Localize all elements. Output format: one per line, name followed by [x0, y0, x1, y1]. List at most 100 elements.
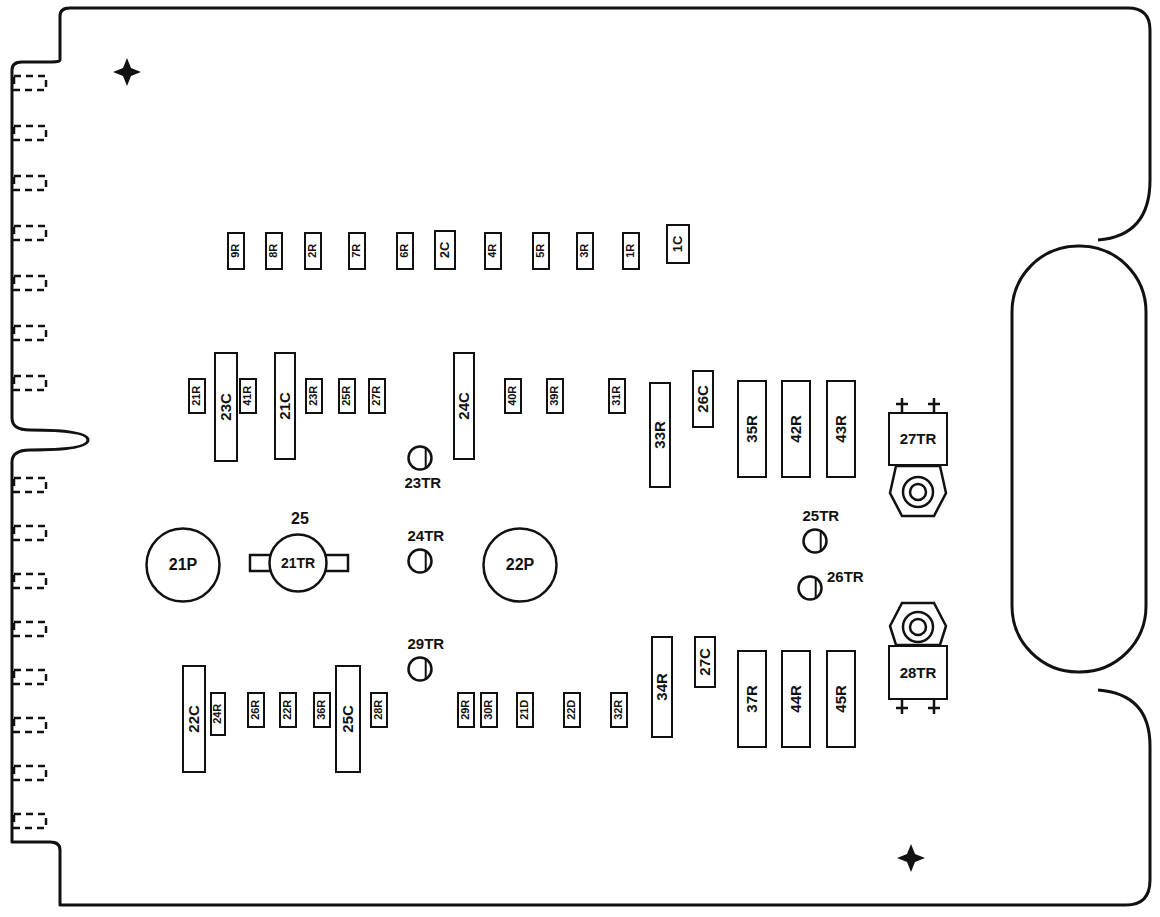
- component-box: 2R: [304, 232, 322, 270]
- component-label: 1C: [671, 236, 685, 253]
- component-box: 25R: [338, 378, 356, 414]
- edge-finger: [14, 670, 46, 684]
- transistor-outline: 29TR: [407, 656, 433, 682]
- outline-shape: [407, 548, 433, 574]
- component-label: 6R: [399, 244, 411, 258]
- potentiometer-outline: 21P: [145, 527, 221, 603]
- component-label: 37R: [744, 685, 760, 713]
- registration-mark: [897, 844, 925, 872]
- component-box: 34R: [651, 636, 673, 738]
- flat-side: [425, 659, 427, 679]
- component-box: 23R: [305, 378, 323, 414]
- trimmer-knob: [903, 612, 933, 642]
- trimmer-pin: [896, 700, 940, 714]
- component-box: 5R: [532, 232, 550, 270]
- component-box: 22C: [182, 665, 206, 773]
- component-box: 32R: [610, 692, 628, 728]
- transistor-tab: [250, 555, 348, 571]
- transistor-outline: 23TR: [407, 445, 433, 471]
- component-label: 29TR: [408, 636, 445, 652]
- component-label: 21D: [519, 700, 531, 720]
- component-label: 7R: [351, 244, 363, 258]
- component-box: 24R: [210, 692, 226, 736]
- component-label: 25TR: [803, 508, 840, 524]
- outline-circle: [409, 550, 432, 573]
- component-label: 22C: [186, 705, 202, 733]
- trimmer-knob: [910, 484, 926, 500]
- component-label: 21R: [191, 386, 203, 406]
- component-label: 23R: [308, 386, 320, 406]
- component-label: 32R: [613, 700, 625, 720]
- edge-finger: [14, 226, 46, 240]
- trimmer-body: [890, 466, 946, 516]
- component-label: 25C: [340, 705, 356, 733]
- component-label: 21C: [277, 392, 293, 420]
- flat-side: [425, 448, 427, 468]
- edge-finger: [14, 766, 46, 780]
- component-box: 21C: [274, 352, 296, 460]
- component-box: 22D: [563, 692, 581, 728]
- component-box: 35R: [737, 380, 767, 478]
- transistor-outline: 26TR: [797, 575, 823, 601]
- component-label: 27TR: [900, 431, 937, 447]
- component-label: 23C: [218, 393, 234, 421]
- edge-finger: [14, 176, 46, 190]
- outline-circle: [484, 529, 557, 602]
- component-label: 28R: [373, 700, 385, 720]
- component-label: 23TR: [405, 475, 442, 491]
- outline-circle: [799, 577, 822, 600]
- component-box: 6R: [396, 232, 414, 270]
- component-label: 9R: [230, 244, 242, 258]
- component-box: 8R: [265, 232, 283, 270]
- component-box: 39R: [546, 378, 564, 414]
- edge-finger: [14, 526, 46, 540]
- component-box: 29R: [457, 692, 475, 728]
- component-label: 42R: [788, 415, 804, 443]
- component-label: 26C: [695, 385, 711, 413]
- component-box: 2C: [434, 230, 456, 270]
- edge-finger: [14, 276, 46, 290]
- trimmer-box: 27TR: [888, 412, 948, 466]
- edge-finger: [14, 76, 46, 90]
- component-label: 21TR: [281, 556, 315, 571]
- component-label: 22R: [282, 700, 294, 720]
- component-box: 3R: [576, 232, 594, 270]
- component-label: 27R: [371, 386, 383, 406]
- component-label: 27C: [697, 648, 713, 676]
- edge-finger: [14, 126, 46, 140]
- component-box: 22R: [279, 692, 297, 728]
- outline-shape: [407, 445, 433, 471]
- component-box: 30R: [480, 692, 498, 728]
- component-label: 26R: [250, 700, 262, 720]
- transistor-can: 21TR: [268, 533, 328, 593]
- component-label: 39R: [549, 386, 561, 406]
- component-box: 27C: [694, 636, 716, 688]
- component-box: 41R: [239, 378, 257, 414]
- component-box: 42R: [781, 380, 811, 478]
- edge-finger: [14, 326, 46, 340]
- component-label: 26TR: [827, 569, 864, 585]
- component-label: 21P: [169, 557, 197, 574]
- component-label: 2R: [307, 244, 319, 258]
- component-label: 45R: [833, 685, 849, 713]
- component-box: 37R: [737, 650, 767, 748]
- trimmer-body: [890, 603, 946, 645]
- flat-side: [820, 531, 822, 551]
- component-label: 24R: [212, 704, 224, 724]
- edge-finger: [14, 814, 46, 828]
- component-label: 8R: [268, 244, 280, 258]
- edge-finger: [14, 718, 46, 732]
- component-box: 31R: [608, 378, 626, 414]
- outline-circle: [409, 447, 432, 470]
- outline-circle: [409, 658, 432, 681]
- component-label: 2C: [438, 242, 452, 259]
- component-box: 40R: [504, 378, 522, 414]
- component-box: 21D: [516, 692, 534, 728]
- flat-side: [425, 551, 427, 571]
- component-label: 35R: [744, 415, 760, 443]
- component-label: 40R: [507, 386, 519, 406]
- component-box: 23C: [214, 352, 238, 462]
- flat-side: [815, 578, 817, 598]
- component-box: 1R: [622, 232, 640, 270]
